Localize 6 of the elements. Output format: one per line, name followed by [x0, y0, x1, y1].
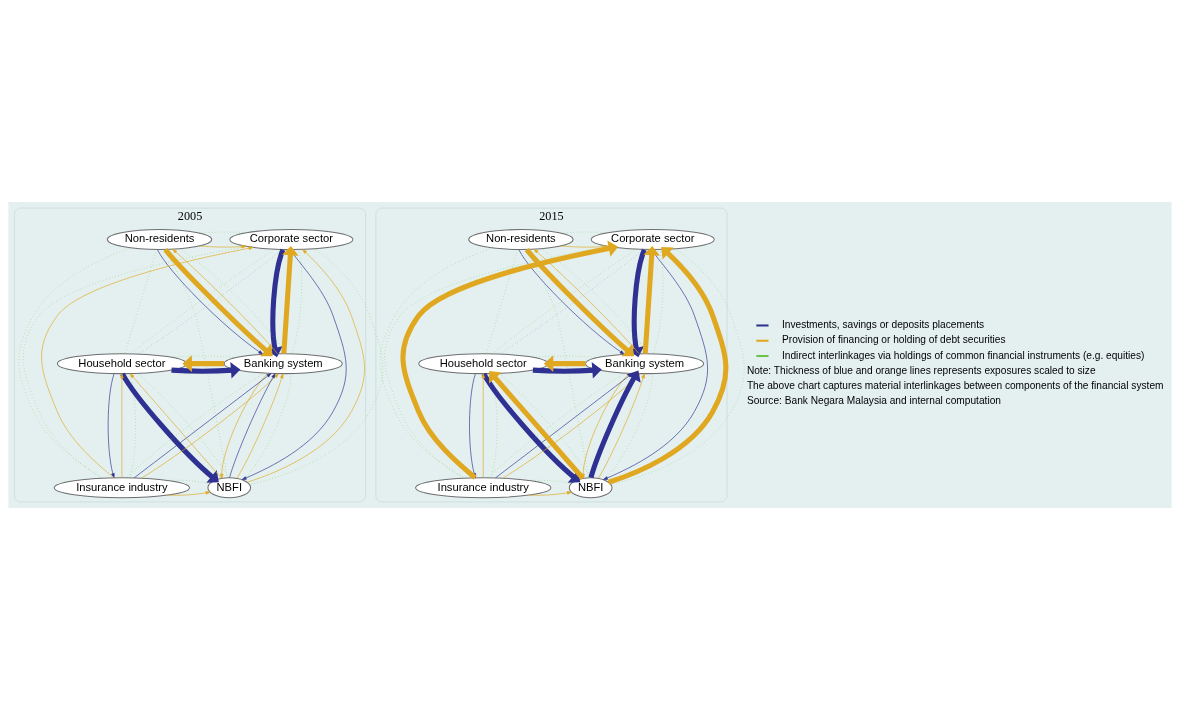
legend-label: Provision of financing or holding of debt securities	[782, 334, 1006, 346]
label: The above chart captures material interlinkages between components of the financial system	[746, 380, 1164, 392]
label: Source: Bank Negara Malaysia and internal computation	[746, 395, 1001, 407]
legend-label: Investments, savings or deposits placements	[782, 319, 985, 331]
legend-label: Indirect interlinkages via holdings of common financial instruments (e.g. equities)	[782, 349, 1145, 361]
label: Note: Thickness of blue and orange lines represents exposures scaled to size	[746, 364, 1096, 376]
